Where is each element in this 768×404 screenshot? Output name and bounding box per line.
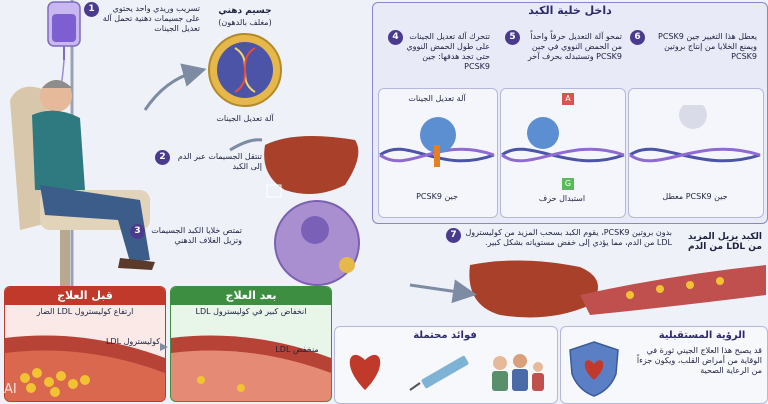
lipid-title: جسيم دهني (218, 6, 272, 16)
blood-vessel-icon (580, 265, 766, 315)
lipid-subtitle: (مغلف بالدهون) (218, 18, 272, 27)
liver-icon (264, 136, 359, 194)
future-title: الرؤية المستقبلية (658, 330, 746, 341)
benefits-title: فوائد محتملة (413, 330, 477, 341)
after-artery-icon (171, 335, 331, 401)
patient-icon (32, 80, 155, 270)
before-title: قبل العلاج (5, 287, 165, 305)
before-panel: قبل العلاج ارتفاع كوليسترول LDL الضار كو… (4, 286, 166, 402)
before-subtitle: ارتفاع كوليسترول LDL الضار (36, 307, 134, 316)
after-title: بعد العلاج (171, 287, 331, 305)
swap-label: استبدال حرف (538, 194, 586, 203)
after-subtitle: انخفاض كبير في كوليسترول LDL (195, 307, 307, 316)
step-6-number: 6 (630, 30, 645, 45)
step-3-text: تمتص خلايا الكبد الجسيمات وتزيل الغلاف ا… (151, 226, 242, 245)
syringe-icon (409, 355, 469, 391)
step-7-number: 7 (446, 228, 461, 243)
step-7-text: بدون بروتين PCSK9، يقوم الكبد بسحب المزي… (465, 228, 672, 247)
step-4-number: 4 (388, 30, 403, 45)
before-artery-icon (5, 335, 165, 401)
step-5-text: تمحو آلة التعديل حرفاً واحداً من الحمض ا… (527, 32, 622, 61)
lipid-particle-icon (208, 33, 282, 107)
iv-bag-icon (47, 1, 81, 201)
dna-strands (379, 105, 761, 167)
step-1-text: تسريب وريدي واحد يحتوي على جسيمات دهنية … (102, 4, 200, 33)
step-5-number: 5 (505, 30, 520, 45)
liver-side-text: الكبد يزيل المزيد من LDL من الدم (688, 232, 762, 252)
step-4-text: تتحرك آلة تعديل الجينات على طول الحمض ال… (406, 32, 490, 71)
letter-old: A (562, 93, 574, 105)
after-label: منخفض LDL (275, 345, 319, 354)
heart-icon (349, 354, 381, 390)
family-icon (492, 354, 544, 391)
lipid-caption: آلة تعديل الجينات (216, 114, 274, 123)
step-2-text: تنتقل الجسيمات عبر الدم إلى الكبد (177, 152, 262, 171)
letter-new: G (562, 178, 574, 190)
before-label: كوليسترول LDL (105, 337, 161, 346)
liver-cell-panel-title: داخل خلية الكبد (528, 4, 612, 17)
future-text: قد يصبح هذا العلاج الجيني ثورة في الوقاي… (636, 346, 762, 375)
step-2-number: 2 (155, 150, 170, 165)
gene-label: جين PCSK9 (416, 192, 458, 201)
big-liver-illustration (409, 260, 766, 318)
editor-label: آلة تعديل الجينات (408, 94, 466, 103)
liver-cell-illustration (264, 136, 360, 286)
watermark: AI (4, 382, 17, 397)
patient-illustration (10, 0, 263, 290)
step-6-text: يعطل هذا التغيير جين PCSK9 ويمنع الخلايا… (658, 32, 757, 61)
before-after-arrow-icon (160, 343, 168, 351)
step-3-number: 3 (130, 224, 145, 239)
faded-protein-icon (679, 105, 707, 129)
gene-editor-icon (420, 117, 456, 153)
step-1-number: 1 (84, 2, 99, 17)
big-liver-icon (469, 260, 598, 318)
after-panel: بعد العلاج انخفاض كبير في كوليسترول LDL … (170, 286, 332, 402)
benefits-icons (349, 354, 544, 391)
shield-heart-icon (569, 341, 619, 397)
disabled-gene-label: جين PCSK9 معطل (662, 192, 728, 201)
